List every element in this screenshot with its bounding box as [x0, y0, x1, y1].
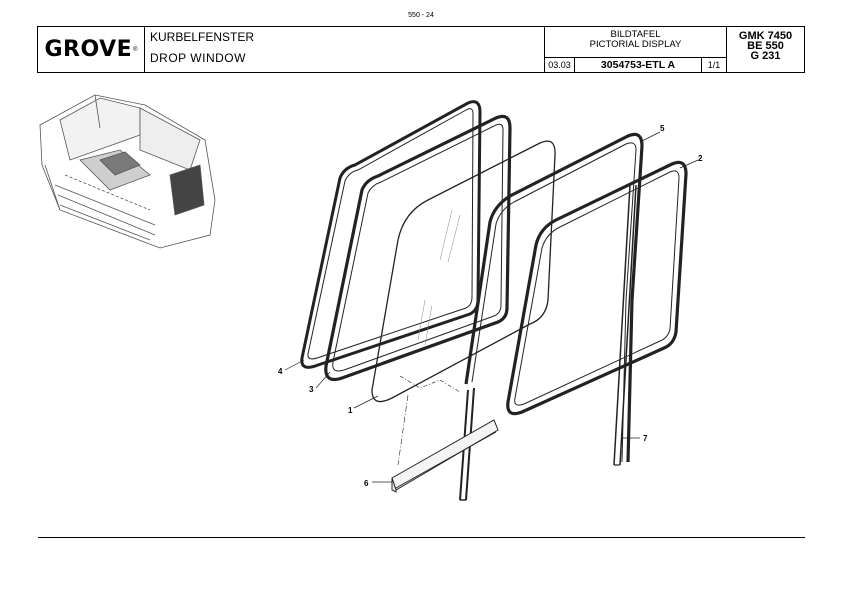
callout-2: 2 [698, 154, 703, 163]
callout-3: 3 [309, 385, 314, 394]
part-name-cell: KURBELFENSTER DROP WINDOW [145, 27, 545, 72]
title-block: GROVE® KURBELFENSTER DROP WINDOW BILDTAF… [37, 26, 805, 73]
callout-6: 6 [364, 479, 369, 488]
registered-icon: ® [133, 46, 138, 53]
lifting-bracket-6 [391, 419, 499, 493]
document-number: 3054753-ETL A [575, 58, 702, 72]
window-seal-frame-4 [300, 100, 482, 369]
model-line-1: GMK 7450 [738, 30, 793, 42]
callout-7: 7 [643, 434, 648, 443]
callout-labels: 1 2 3 4 5 6 7 [278, 124, 703, 488]
display-label-cell: BILDTAFEL PICTORIAL DISPLAY [545, 27, 727, 58]
guide-rail-7 [613, 184, 637, 466]
date-cell: 03.03 [545, 58, 575, 72]
window-seal-frame-2 [506, 160, 688, 416]
callout-leaders [284, 131, 699, 483]
model-cell: GMK 7450 BE 550 G 231 [727, 27, 804, 72]
brand-name: GROVE [44, 37, 133, 62]
label-german: BILDTAFEL [610, 29, 661, 40]
model-line-3: G 231 [750, 50, 781, 62]
model-line-2: BE 550 [747, 40, 784, 52]
grove-logo: GROVE® [38, 27, 145, 72]
label-english: PICTORIAL DISPLAY [589, 39, 682, 50]
cab-thumbnail [39, 94, 216, 249]
title-german: KURBELFENSTER [150, 30, 255, 44]
callout-5: 5 [660, 124, 665, 133]
glass-pane-1 [371, 140, 556, 466]
sheet-number: 1/1 [702, 58, 727, 72]
callout-4: 4 [278, 367, 283, 376]
callout-1: 1 [348, 406, 353, 415]
window-seal-frame-3 [324, 114, 512, 382]
bottom-rule [38, 537, 805, 538]
page-number: 550 - 24 [408, 12, 434, 19]
title-english: DROP WINDOW [150, 51, 246, 65]
